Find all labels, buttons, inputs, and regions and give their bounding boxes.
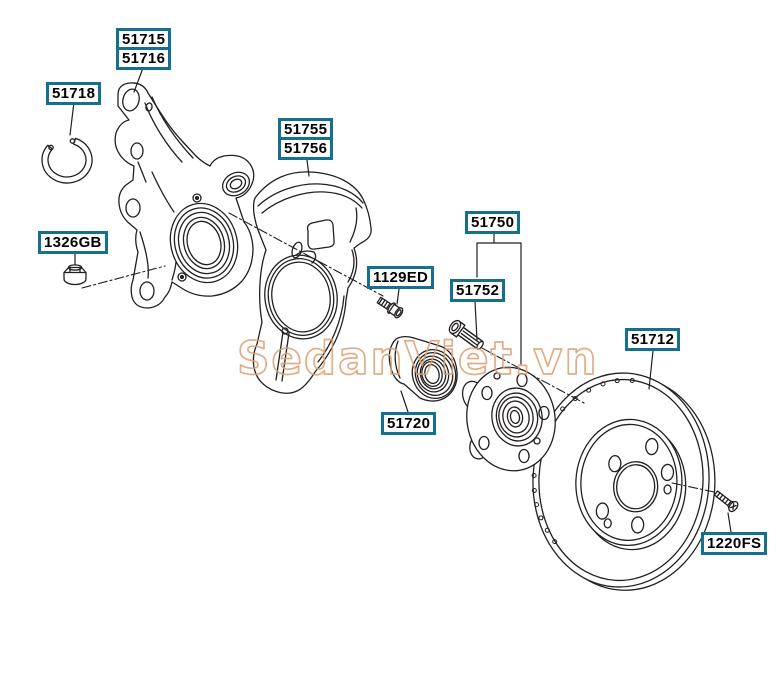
wheel-stud-drawing [447,318,486,352]
part-label-1129ED[interactable]: 1129ED [367,266,435,289]
part-label-51716[interactable]: 51716 [116,47,172,70]
hub-assembly-drawing [459,360,564,478]
part-label-51756[interactable]: 51756 [278,137,334,160]
axis-centerline-right [467,340,584,403]
axis-centerline-left [229,213,383,296]
part-label-51752[interactable]: 51752 [450,279,506,302]
snap-ring-drawing [42,138,92,183]
part-label-51720[interactable]: 51720 [381,412,437,435]
flange-bolt-drawing [64,265,86,285]
part-label-51718[interactable]: 51718 [46,82,102,105]
steering-knuckle-drawing [115,83,254,308]
part-label-51712[interactable]: 51712 [625,328,681,351]
bolt-centerline [82,266,165,288]
part-label-51750[interactable]: 51750 [465,211,521,234]
disc-screw-drawing [713,489,740,514]
brake-disc-drawing [526,368,720,594]
leader-lines [70,68,731,532]
part-label-1220FS[interactable]: 1220FS [701,532,768,555]
screw-centerline [672,483,714,492]
hub-bolt-drawing [376,295,405,319]
dust-shield-drawing [253,172,371,393]
wheel-bearing-drawing [389,337,461,403]
watermark-text: SedanViet.vn [237,332,599,385]
part-label-1326GB[interactable]: 1326GB [38,231,108,254]
